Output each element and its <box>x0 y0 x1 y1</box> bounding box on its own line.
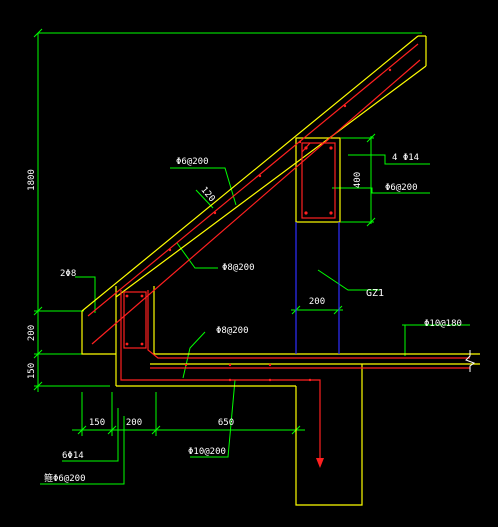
beam-stirrup <box>301 142 336 219</box>
slab-thickness-label: 120 <box>198 185 216 204</box>
floor-rebar-label: Φ10@180 <box>424 319 462 329</box>
col-long-label: 6Φ14 <box>62 451 84 461</box>
height-bottom-label: 150 <box>27 363 37 379</box>
rebar-arrow <box>316 458 324 468</box>
bottom-650-label: 650 <box>218 418 234 428</box>
column-width-label: 200 <box>309 297 325 307</box>
height-total-label: 1800 <box>27 169 37 191</box>
slope-dist-leader <box>176 242 218 269</box>
slab-rebar-label: Φ8@200 <box>216 326 249 336</box>
column-stirrup <box>123 291 147 349</box>
col-stirrup-label: 箍Φ6@200 <box>44 472 86 484</box>
slope-top-edge <box>81 35 419 312</box>
bottom-150-label: 150 <box>89 418 105 428</box>
beam-long-leader <box>348 154 430 165</box>
eave-rebar-label: 2Φ8 <box>60 269 76 279</box>
beam-stirrup-label: Φ6@200 <box>385 183 418 193</box>
col-long-leader <box>62 408 119 462</box>
dimension-lines <box>33 28 470 485</box>
column-name-label: GZ1 <box>366 288 384 299</box>
slope-dist-label: Φ8@200 <box>222 263 255 273</box>
column-left-rebar <box>120 290 321 465</box>
bottom-200-label: 200 <box>126 418 142 428</box>
break-line <box>465 350 476 372</box>
eave-end <box>81 311 116 355</box>
bottom-rebar-label: Φ10@200 <box>188 447 226 457</box>
column-guides <box>295 222 340 354</box>
slope-rebar-label: Φ6@200 <box>176 157 209 167</box>
slope-top-rebar <box>87 43 419 317</box>
slope-bottom-rebar <box>91 59 421 345</box>
slope-rebar-leader <box>170 167 237 206</box>
column-name-leader <box>317 269 380 291</box>
concrete-outline <box>81 35 480 506</box>
slab-rebar-leader <box>182 331 206 379</box>
eave-rebar-leader <box>75 276 96 313</box>
slope-bottom-edge <box>115 65 427 298</box>
floor-beam <box>295 364 363 506</box>
col-stirrup-leader <box>40 416 125 485</box>
beam-height-label: 400 <box>353 172 363 188</box>
bottom-rebar-leader <box>190 379 236 458</box>
rebar <box>87 43 470 465</box>
beam-stirrup-leader <box>332 187 430 194</box>
rebar-dots <box>125 68 392 382</box>
height-parapet-label: 200 <box>27 325 37 341</box>
ring-beam <box>295 137 341 223</box>
column-right-rebar <box>147 290 470 359</box>
beam-long-label: 4 Φ14 <box>392 153 419 163</box>
